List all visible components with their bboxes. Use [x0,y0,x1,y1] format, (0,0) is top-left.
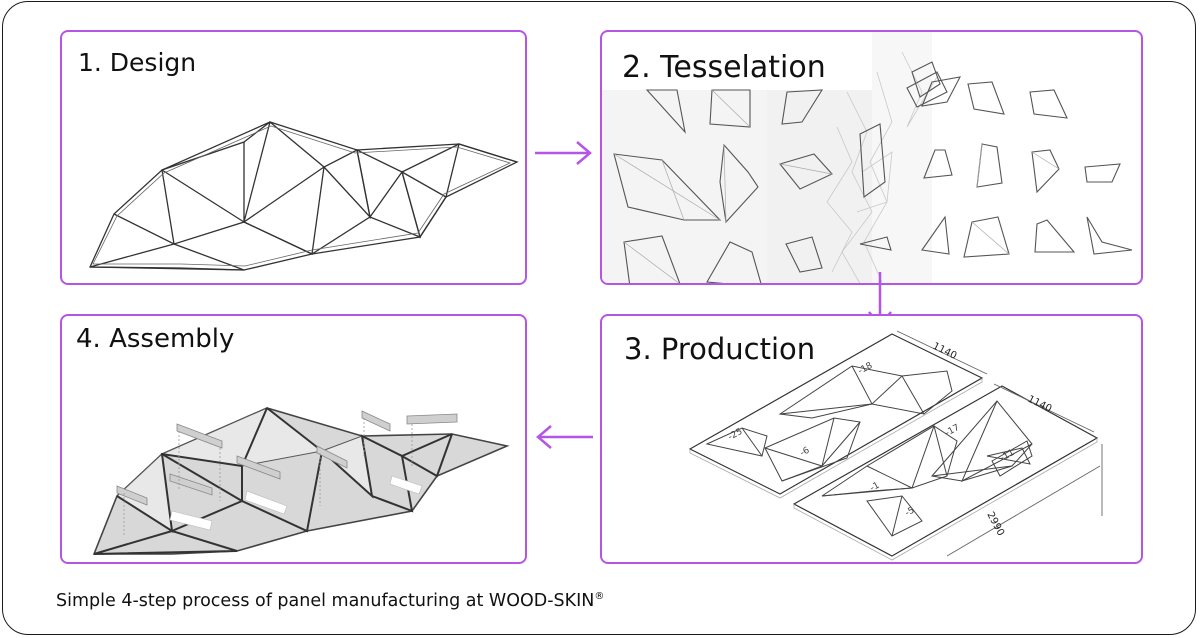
step-design-panel: 1. Design [60,30,527,285]
design-wireframe [88,120,519,271]
step-tesselation-panel: 2. Tesselation [600,30,1143,285]
assembly-render [92,407,510,555]
step-assembly-panel: 4. Assembly [60,314,527,564]
production-nesting-sheets: -18 -25 -6 -17 -11 -1 -5 1140 1140 2990 [688,330,1103,561]
caption-text: Simple 4-step process of panel manufactu… [56,591,595,611]
step-tesselation-title: 2. Tesselation [622,50,826,85]
dimension-label: 2990 [984,510,1006,538]
registered-mark: ® [594,591,605,603]
tesselation-pieces [602,32,1133,283]
step-production-title: 3. Production [624,332,816,366]
part-label: -5 [904,506,917,519]
arrow-right-icon [535,141,592,165]
part-label: -1 [869,481,882,494]
figure-caption: Simple 4-step process of panel manufactu… [56,591,604,611]
step-production-panel: -18 -25 -6 -17 -11 -1 -5 1140 1140 2990 … [600,314,1143,564]
step-assembly-title: 4. Assembly [76,324,235,354]
arrow-left-icon [536,425,593,449]
step-design-title: 1. Design [78,48,197,77]
